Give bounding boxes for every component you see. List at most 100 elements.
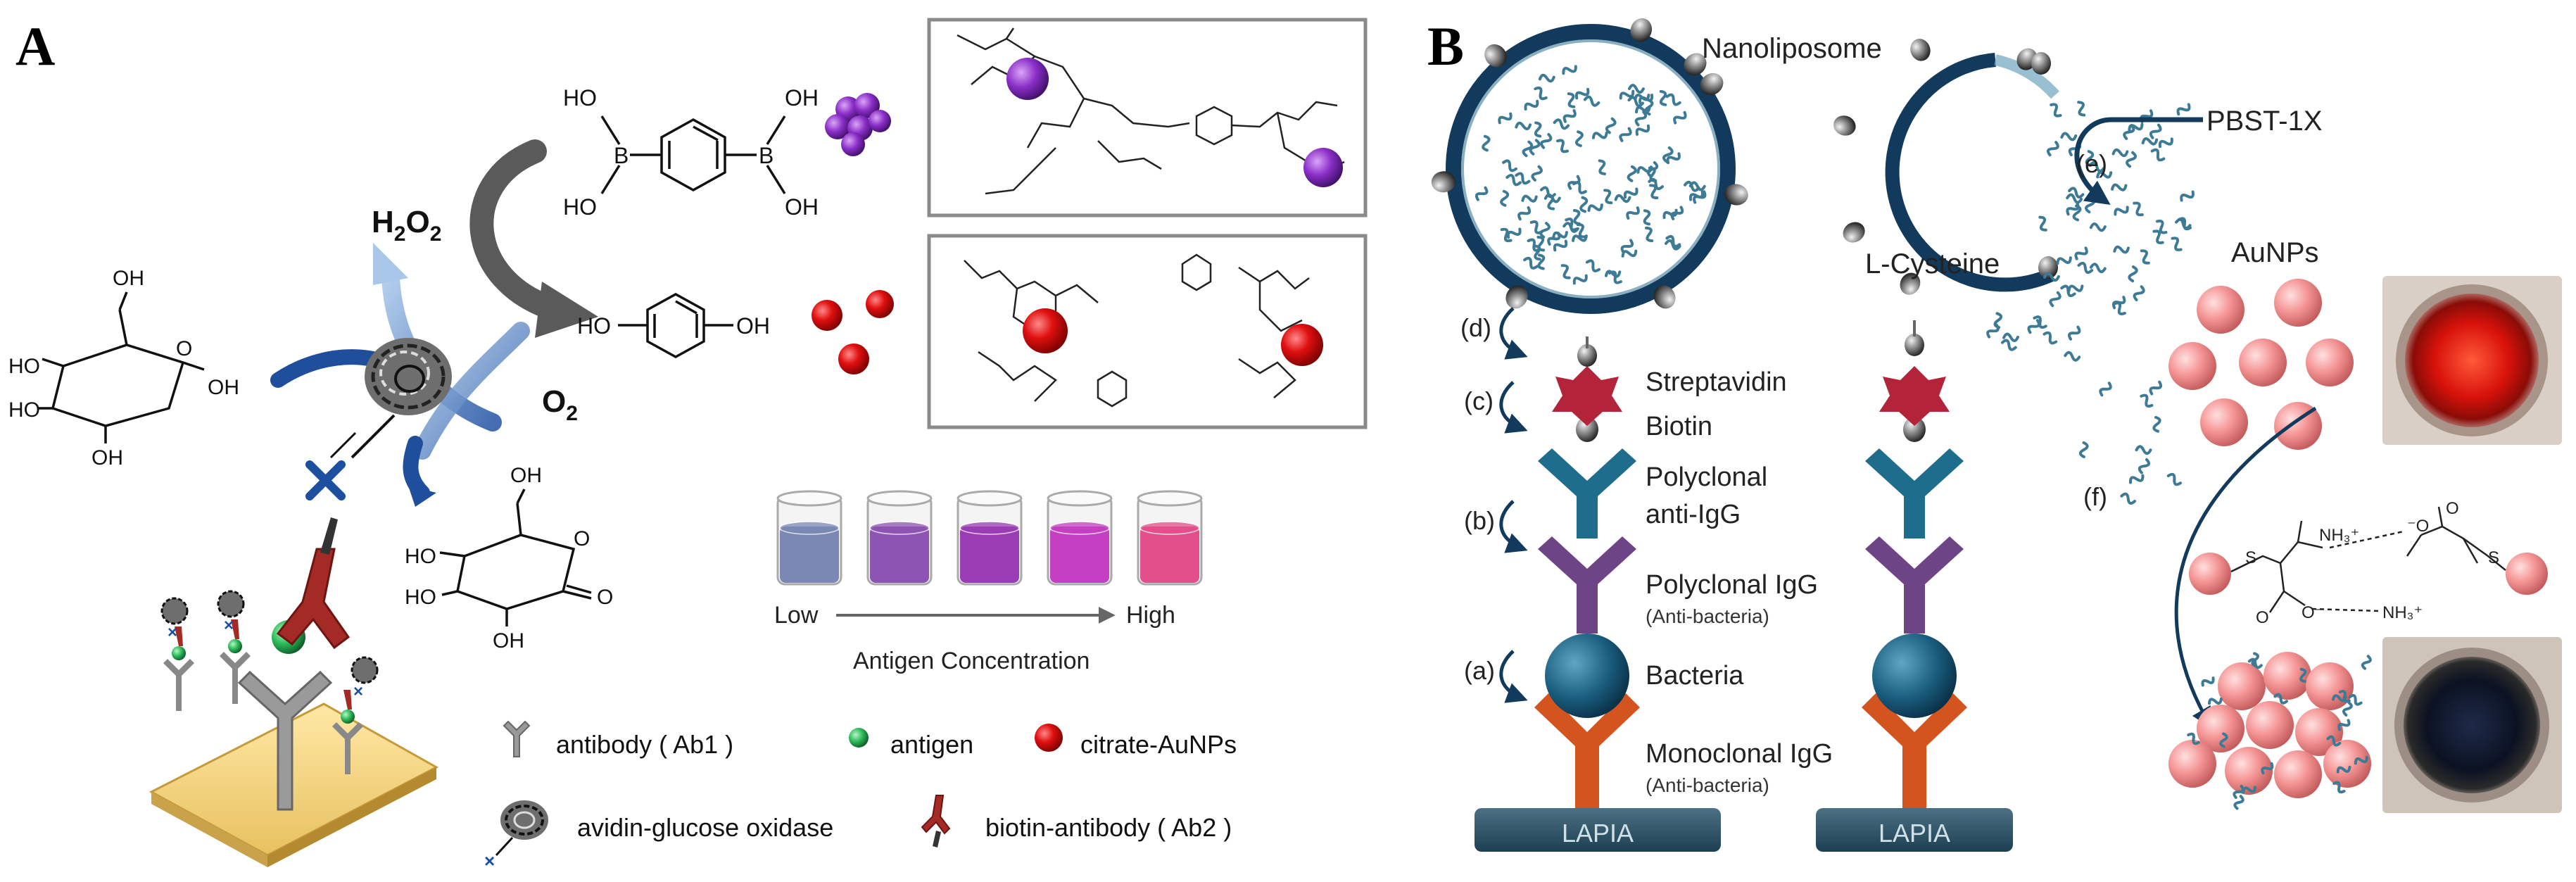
gluconolactone-ho-1: HO — [405, 545, 436, 568]
glucose-structure — [39, 291, 205, 443]
cysteine-squiggle — [1627, 165, 1637, 182]
step-d-arrow — [1499, 307, 1528, 360]
step-labels: (d) (c) (b) (a) — [1460, 307, 1528, 703]
glucose-oh-3: OH — [208, 376, 239, 399]
cysteine-squiggle — [1538, 73, 1555, 83]
svg-text:×: × — [168, 623, 177, 642]
legend: antibody ( Ab1 ) antigen citrate-AuNPs ×… — [484, 720, 1237, 871]
svg-text:NH₃⁺: NH₃⁺ — [2319, 526, 2359, 545]
svg-text:×: × — [353, 682, 363, 701]
cysteine-squiggle — [1604, 270, 1622, 278]
cysteine-squiggle — [1506, 227, 1522, 239]
cysteine-squiggle — [1500, 227, 1513, 243]
gluconolactone-structure — [439, 489, 592, 626]
boron-right: B — [759, 143, 774, 168]
cysteine-squiggle — [1683, 180, 1700, 192]
step-d-label: (d) — [1460, 313, 1491, 342]
legend-antibody-label: antibody ( Ab1 ) — [556, 730, 733, 759]
released-squiggle — [2135, 445, 2152, 455]
pbst-arrow — [2074, 117, 2203, 205]
lapia-label-left: LAPIA — [1562, 819, 1634, 848]
step-c-arrow — [1499, 381, 1528, 434]
step-b-arrow — [1499, 500, 1528, 553]
svg-text:O: O — [2256, 608, 2269, 627]
cysteine-squiggle — [1475, 186, 1489, 201]
released-squiggle — [2067, 325, 2081, 341]
vial — [866, 490, 933, 586]
bridging-squiggle — [2332, 781, 2346, 794]
released-squiggle — [2140, 249, 2150, 265]
panel-b-letter: B — [1427, 15, 1464, 77]
aunp-particle — [2295, 708, 2343, 756]
cysteine-squiggle — [1643, 209, 1651, 226]
conversion-arrow-head — [535, 282, 598, 338]
cysteine-squiggle — [1534, 86, 1548, 101]
released-squiggle — [2078, 441, 2089, 458]
layer-labels: Streptavidin Biotin Polyclonal anti-IgG … — [1646, 367, 1833, 796]
boronic-oh-bottom: OH — [785, 194, 819, 220]
cysteine-squiggle — [1567, 92, 1576, 108]
boronic-acid-structure — [600, 115, 786, 194]
nanoliposome-intact — [1431, 18, 1748, 314]
purple-complex-box — [927, 18, 1368, 218]
cysteine-squiggle — [1502, 159, 1517, 172]
aunp-particle — [2274, 279, 2322, 327]
cysteine-squiggle — [1614, 194, 1631, 203]
step-b-label: (b) — [1464, 506, 1495, 535]
dispersed-aunps — [2168, 279, 2354, 450]
released-squiggle — [2074, 246, 2088, 260]
released-squiggle — [2027, 319, 2040, 334]
cysteine-squiggle — [1574, 130, 1584, 147]
surface-biotin — [1843, 222, 1865, 243]
biotin-right — [1903, 417, 1926, 442]
cysteine-squiggle — [1688, 190, 1704, 201]
glucose-oh-1: OH — [113, 267, 144, 290]
gox-linker — [329, 431, 357, 459]
bacteria-right — [1872, 634, 1957, 718]
polyclonal-igg-sub: (Anti-bacteria) — [1646, 605, 1769, 627]
legend-biotin-ab-label: biotin-antibody ( Ab2 ) — [985, 813, 1232, 842]
pbst-label: PBST-1X — [2206, 106, 2323, 137]
cysteine-squiggle — [1560, 264, 1571, 279]
monoclonal-igg-right — [1862, 693, 1967, 808]
cysteine-squiggle — [1626, 206, 1640, 220]
surface-biotin — [2031, 52, 2051, 75]
cysteine-squiggle — [1583, 95, 1600, 107]
released-cysteine — [1986, 101, 2195, 505]
released-squiggle — [2150, 148, 2166, 162]
polyclonal-igg-right — [1865, 536, 1964, 634]
released-squiggle — [2072, 204, 2082, 222]
released-squiggle — [2060, 132, 2078, 141]
step-a-label: (a) — [1464, 656, 1495, 685]
purple-nanoparticle-cluster — [825, 93, 891, 156]
glucose-oxidase-blob — [351, 338, 452, 459]
released-squiggle — [2126, 151, 2137, 168]
aunps-label: AuNPs — [2231, 237, 2319, 268]
cysteine-squiggle — [1539, 222, 1551, 239]
released-squiggle — [2152, 229, 2164, 244]
released-squiggle — [2099, 382, 2112, 397]
legend-biotin-ab-icon — [921, 795, 951, 848]
surface-biotin — [1653, 285, 1676, 309]
aunp-particle — [2168, 740, 2216, 788]
cysteine-squiggle — [1529, 139, 1541, 156]
cysteine-squiggle — [1572, 234, 1588, 242]
released-squiggle — [2038, 215, 2047, 232]
cysteine-squiggle — [1576, 223, 1586, 239]
released-squiggle — [2068, 187, 2085, 199]
glucose-ho-1: HO — [8, 355, 40, 378]
biotin-label: Biotin — [1646, 412, 1712, 441]
polyclonal-igg-label: Polyclonal IgG — [1646, 570, 1818, 600]
cysteine-squiggle — [1517, 206, 1532, 221]
aunp-particle — [2168, 342, 2216, 390]
cysteine-crosslink-chemistry: S NH₃⁺ ⁻O O O O⁻ NH₃⁺ S — [2189, 499, 2548, 627]
vial — [1047, 490, 1113, 586]
surface-biotin — [1505, 285, 1528, 309]
bridging-squiggle — [2337, 719, 2351, 731]
cysteine-squiggle — [1639, 94, 1654, 104]
biotin-antibody-large — [276, 517, 351, 650]
cysteine-squiggle — [1646, 160, 1659, 178]
gluconolactone-ho-2: HO — [405, 586, 436, 609]
aunp-particle — [2200, 398, 2248, 446]
aunp-particle — [2225, 747, 2273, 795]
